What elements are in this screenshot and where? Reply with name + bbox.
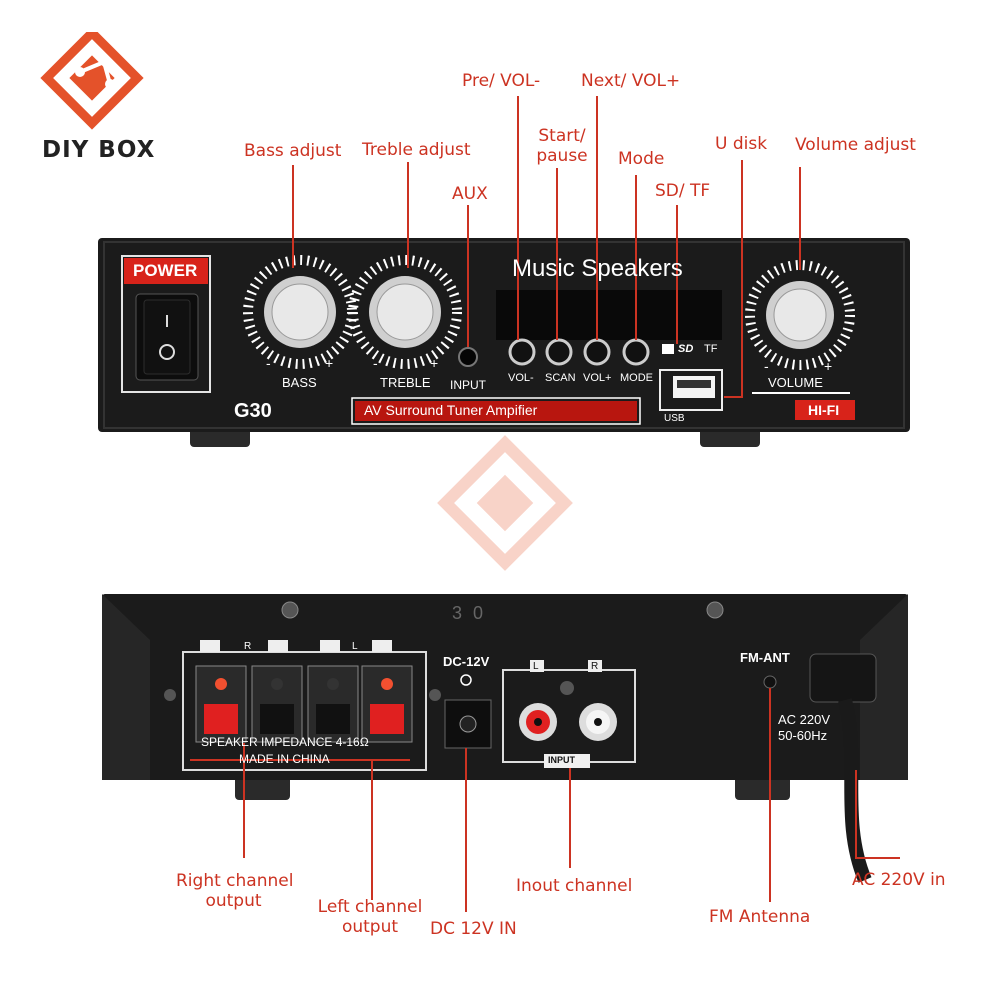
treble-plus: + bbox=[430, 355, 439, 371]
callout-left-channel-line1: Left channel bbox=[317, 897, 423, 917]
speaker-impedance-label: SPEAKER IMPEDANCE 4-16Ω bbox=[201, 735, 369, 749]
rear-input-label: INPUT bbox=[548, 755, 575, 765]
callout-pre-vol: Pre/ VOL- bbox=[462, 71, 541, 91]
callout-left-channel-line2: output bbox=[341, 916, 399, 937]
subtitle-label: AV Surround Tuner Ampifier bbox=[364, 402, 538, 418]
bass-plus: + bbox=[325, 355, 334, 371]
volume-plus: + bbox=[824, 358, 833, 374]
callout-right-channel-line2: output bbox=[205, 890, 262, 911]
rear-l-terminal-label: L bbox=[352, 641, 358, 652]
rear-r-terminal-label: R bbox=[244, 641, 252, 652]
dc-label: DC-12V bbox=[443, 654, 490, 669]
callout-start-pause: Start/ pause bbox=[532, 126, 592, 166]
treble-knob bbox=[348, 255, 462, 369]
callout-bass-adjust: Bass adjust bbox=[244, 141, 342, 161]
made-in-label: MADE IN CHINA bbox=[239, 752, 330, 766]
usb-label: USB bbox=[664, 413, 685, 424]
button-label-scan: SCAN bbox=[545, 372, 576, 384]
ac-line2: 50-60Hz bbox=[778, 728, 828, 743]
callout-next-vol: Next/ VOL+ bbox=[581, 71, 681, 91]
callout-u-disk: U disk bbox=[715, 134, 768, 154]
callout-aux: AUX bbox=[452, 184, 488, 204]
bass-minus: - bbox=[266, 355, 271, 371]
hifi-label: HI-FI bbox=[808, 402, 840, 418]
treble-label: TREBLE bbox=[380, 375, 431, 390]
rear-model-faint: 3 0 bbox=[452, 603, 487, 623]
button-label-vol-plus: VOL+ bbox=[583, 372, 612, 384]
watermark-logo-icon bbox=[437, 435, 573, 571]
callout-volume-adjust: Volume adjust bbox=[795, 135, 916, 155]
rca-l-label: L bbox=[533, 661, 539, 672]
rca-r-label: R bbox=[591, 661, 599, 672]
front-panel bbox=[98, 96, 910, 447]
music-speakers-title: Music Speakers bbox=[512, 255, 683, 282]
bass-label: BASS bbox=[282, 375, 317, 390]
volume-knob bbox=[745, 260, 855, 370]
fm-ant-label: FM-ANT bbox=[740, 650, 790, 665]
callout-mode: Mode bbox=[618, 149, 665, 169]
callout-start-pause-line2: pause bbox=[536, 145, 588, 166]
tf-label: TF bbox=[704, 343, 718, 355]
sd-label: SD bbox=[678, 343, 694, 355]
button-label-vol-minus: VOL- bbox=[508, 372, 534, 384]
volume-label: VOLUME bbox=[768, 375, 823, 390]
ac-line1: AC 220V bbox=[778, 712, 831, 727]
input-label: INPUT bbox=[450, 378, 486, 392]
treble-minus: - bbox=[373, 355, 378, 371]
volume-minus: - bbox=[764, 358, 769, 374]
bass-knob bbox=[243, 255, 357, 369]
callout-right-channel-line1: Right channel bbox=[176, 871, 294, 891]
callout-start-pause-line1: Start/ bbox=[538, 126, 586, 146]
callout-dc-in: DC 12V IN bbox=[430, 919, 517, 939]
callout-fm-antenna: FM Antenna bbox=[709, 907, 811, 927]
callout-input-channel: Inout channel bbox=[516, 876, 633, 896]
rear-panel bbox=[102, 594, 908, 912]
model-label: G30 bbox=[234, 400, 272, 422]
brand-name: DIY BOX bbox=[42, 137, 156, 163]
callout-ac-in: AC 220V in bbox=[852, 870, 946, 890]
callout-left-channel: Left channel output bbox=[315, 897, 425, 937]
diy-box-logo-icon bbox=[40, 32, 144, 130]
power-label: POWER bbox=[133, 261, 198, 280]
callout-treble-adjust: Treble adjust bbox=[362, 140, 471, 160]
callout-right-channel: Right channel output bbox=[176, 871, 294, 911]
button-label-mode: MODE bbox=[620, 372, 653, 384]
callout-sd-tf: SD/ TF bbox=[655, 181, 711, 201]
